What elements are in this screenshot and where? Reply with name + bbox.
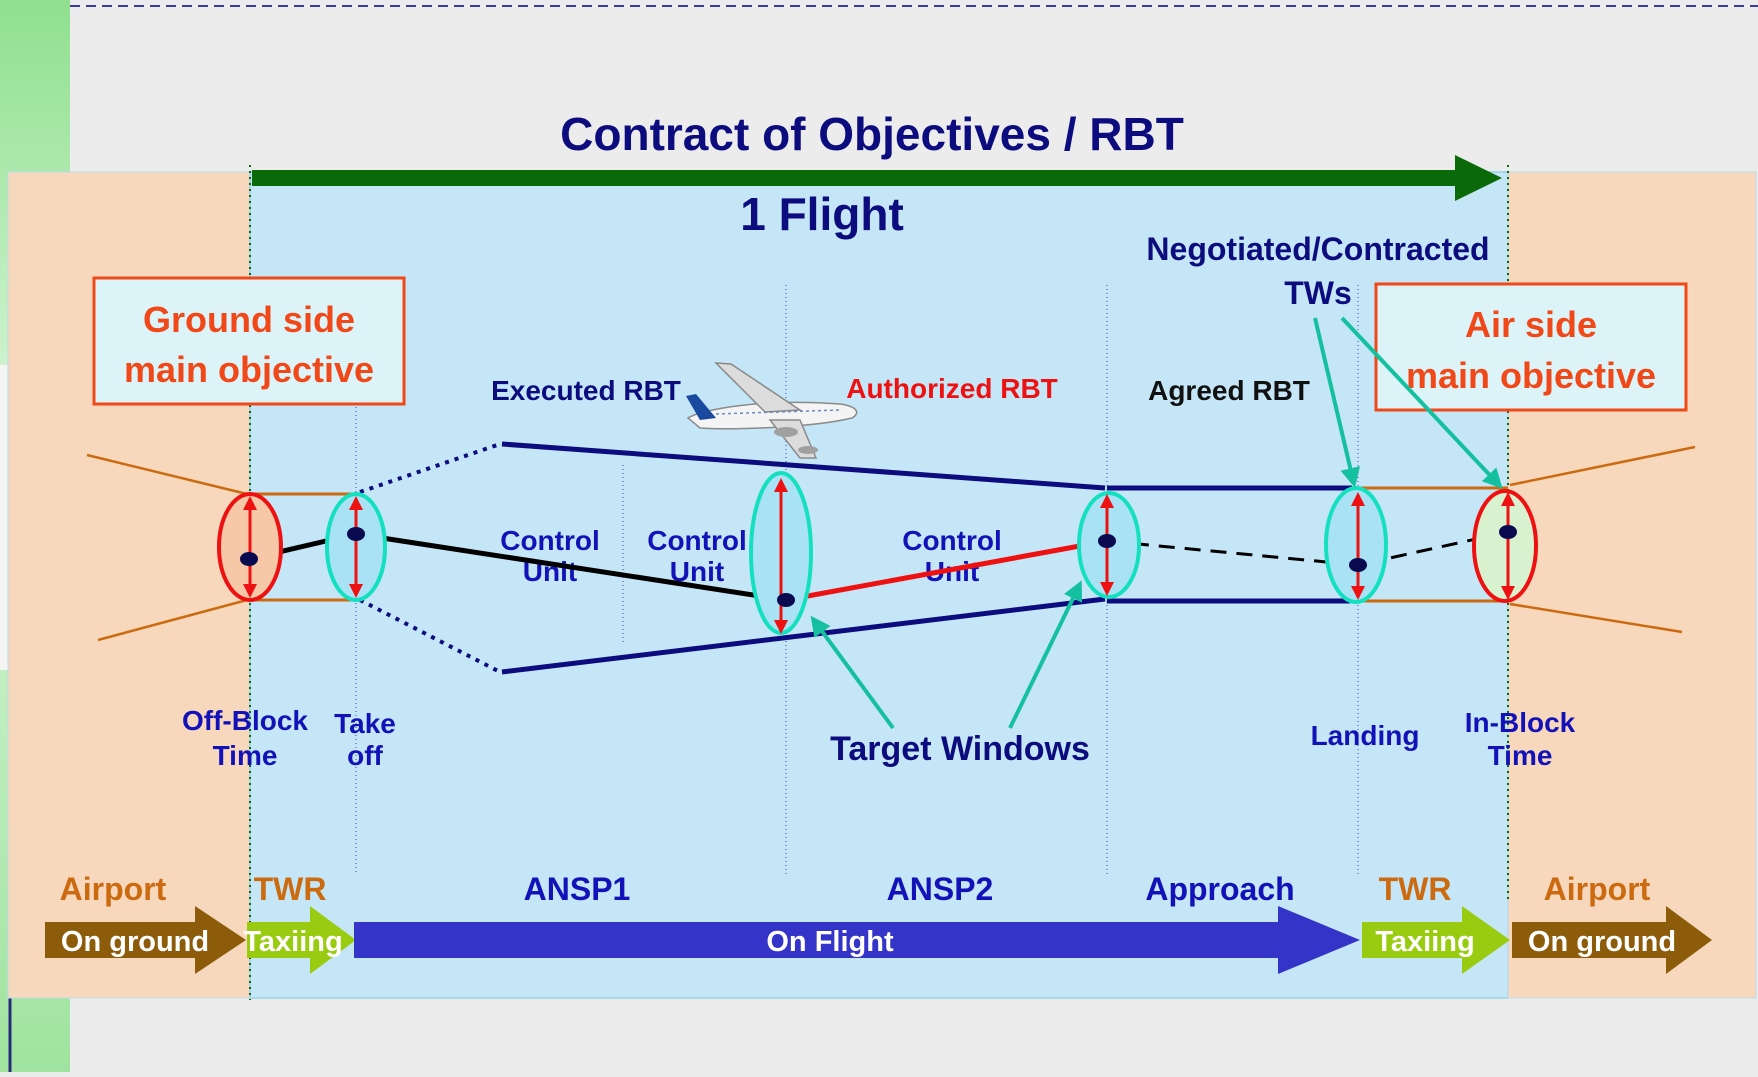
tw-pointer-landing bbox=[1313, 317, 1361, 488]
funnel-left-bottom bbox=[97, 598, 248, 642]
diagram-title: Contract of Objectives / RBT bbox=[560, 108, 1184, 160]
control-unit-3-line1: Control bbox=[902, 525, 1002, 556]
on-ground-arrow-right bbox=[1512, 906, 1712, 974]
target-windows-label: Target Windows bbox=[830, 730, 1090, 768]
executed-rbt-label: Executed RBT bbox=[491, 375, 681, 406]
taxiing-arrow-left bbox=[247, 906, 356, 974]
in-block-label-line1: In-Block bbox=[1465, 707, 1576, 738]
phase-header-twr-right: TWR bbox=[1379, 871, 1452, 907]
tw-pointer-in-block bbox=[1340, 316, 1503, 489]
trajectory-nodes bbox=[240, 525, 1517, 607]
authorized-trajectory bbox=[785, 538, 1108, 603]
phase-header-twr-left: TWR bbox=[254, 871, 327, 907]
funnel-right-bottom bbox=[1509, 602, 1683, 634]
corridor-lower-bound bbox=[501, 596, 1106, 675]
control-unit-1-line1: Control bbox=[500, 525, 600, 556]
ground-objective-line2: main objective bbox=[124, 349, 374, 390]
air-objective-box bbox=[1374, 282, 1688, 412]
on-flight-label: On Flight bbox=[766, 926, 894, 958]
ground-objective-line1: Ground side bbox=[143, 299, 355, 340]
agreed-rbt-label: Agreed RBT bbox=[1148, 375, 1310, 406]
phase-header-ansp2: ANSP2 bbox=[887, 871, 994, 907]
corridor-upper-bound bbox=[501, 441, 1106, 491]
in-block-window bbox=[1472, 489, 1538, 603]
takeoff-window bbox=[325, 492, 387, 602]
off-block-label-line1: Off-Block bbox=[182, 705, 308, 736]
phase-header-airport-left: Airport bbox=[60, 871, 167, 907]
negotiated-label-line2: TWs bbox=[1284, 275, 1352, 311]
in-block-label-line2: Time bbox=[1488, 740, 1553, 771]
landing-window bbox=[1324, 486, 1388, 604]
ground-objective-box bbox=[92, 276, 406, 406]
landing-label: Landing bbox=[1311, 720, 1420, 751]
corridor-dotted-bottom bbox=[359, 598, 501, 674]
phase-header-approach: Approach bbox=[1145, 871, 1294, 907]
target-pointer-ansp bbox=[810, 615, 895, 730]
phase-header-ansp1: ANSP1 bbox=[524, 871, 631, 907]
air-objective-line1: Air side bbox=[1465, 304, 1597, 345]
on-ground-label-right: On ground bbox=[1528, 926, 1676, 958]
air-objective-line2: main objective bbox=[1406, 355, 1656, 396]
taxiing-label-right: Taxiing bbox=[1375, 926, 1474, 958]
negotiated-label-line1: Negotiated/Contracted bbox=[1146, 231, 1489, 267]
takeoff-label-line2: off bbox=[347, 740, 383, 771]
target-pointer-approach bbox=[1008, 580, 1082, 729]
airplane-icon bbox=[686, 362, 858, 459]
contract-arrow bbox=[252, 155, 1502, 201]
corridor-dotted-top bbox=[359, 442, 501, 494]
flight-label: 1 Flight bbox=[740, 188, 904, 240]
taxiing-arrow-right bbox=[1362, 906, 1510, 974]
takeoff-label-line1: Take bbox=[334, 708, 396, 739]
ansp-boundary-window bbox=[749, 471, 813, 635]
phase-header-airport-right: Airport bbox=[1544, 871, 1651, 907]
control-unit-2-line1: Control bbox=[647, 525, 747, 556]
authorized-rbt-label: Authorized RBT bbox=[846, 373, 1058, 404]
funnel-right-top bbox=[1509, 445, 1696, 487]
on-ground-label-left: On ground bbox=[61, 926, 209, 958]
off-block-label-line2: Time bbox=[213, 740, 278, 771]
on-flight-arrow bbox=[354, 906, 1360, 974]
funnel-left-top bbox=[86, 453, 248, 496]
on-ground-arrow-left bbox=[45, 906, 246, 974]
off-block-window bbox=[217, 492, 283, 602]
agreed-trajectory bbox=[1106, 530, 1509, 567]
taxiing-label-left: Taxiing bbox=[243, 926, 342, 958]
